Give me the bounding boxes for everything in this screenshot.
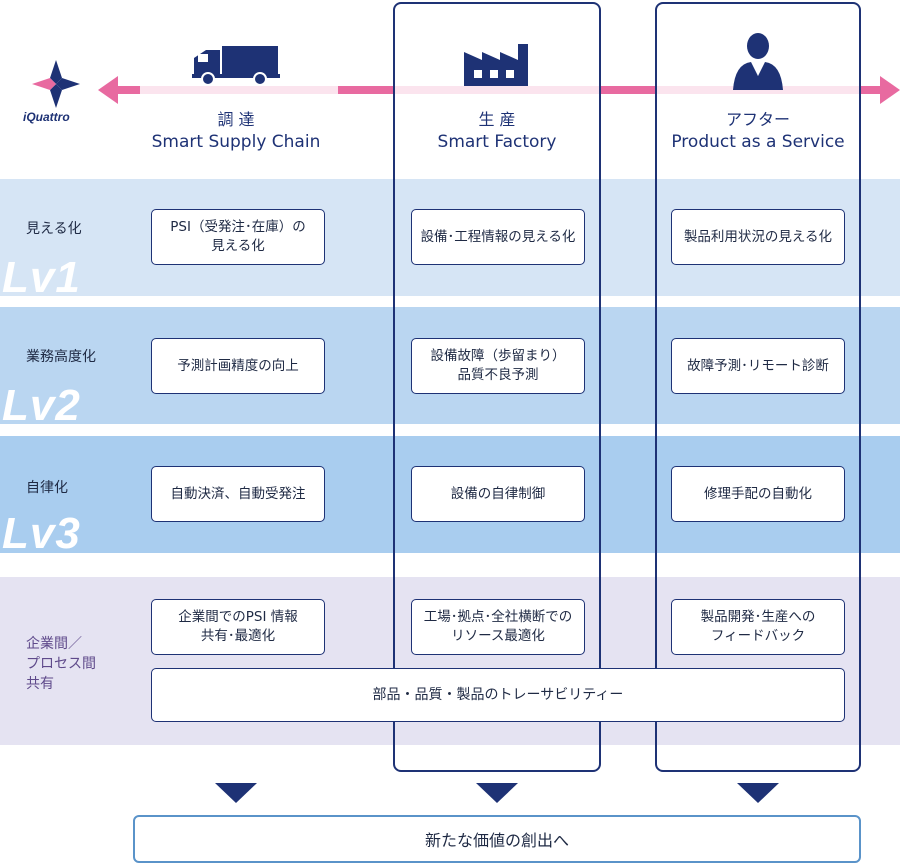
level-label-1: 見える化 <box>26 221 82 237</box>
traceability-box: 部品・品質・製品のトレーサビリティー <box>151 668 845 722</box>
cell-lv3-production: 設備の自律制御 <box>411 466 585 522</box>
cell-lv2-after: 故障予測･リモート診断 <box>671 338 845 394</box>
column-subtitle: Product as a Service <box>671 132 845 152</box>
down-arrow-icon <box>476 783 518 803</box>
column-subtitle: Smart Supply Chain <box>151 132 321 152</box>
column-heading-after: アフター Product as a Service <box>648 109 868 153</box>
truck-icon <box>192 44 280 90</box>
result-box: 新たな価値の創出へ <box>133 815 861 863</box>
column-subtitle: Smart Factory <box>437 132 557 152</box>
arrow-segment <box>118 86 140 94</box>
cell-lv3-after: 修理手配の自動化 <box>671 466 845 522</box>
cell-lv3-procurement: 自動決済、自動受発注 <box>151 466 325 522</box>
cell-lv1-after: 製品利用状況の見える化 <box>671 209 845 265</box>
level-mark-1: Lv1 <box>2 253 81 302</box>
level-mark-2: Lv2 <box>2 381 81 430</box>
level-label-4: 企業間／ プロセス間 共有 <box>26 636 96 692</box>
cell-lv2-procurement: 予測計画精度の向上 <box>151 338 325 394</box>
arrow-segment <box>601 86 655 94</box>
cell-share-after: 製品開発･生産への フィードバック <box>671 599 845 655</box>
factory-icon <box>462 42 532 90</box>
column-heading-production: 生 産 Smart Factory <box>387 109 607 153</box>
value-chain-arrow-track <box>118 86 880 94</box>
column-title: 調 達 <box>217 110 255 129</box>
down-arrow-icon <box>215 783 257 803</box>
level-label-3: 自律化 <box>26 480 68 496</box>
arrow-segment <box>338 86 394 94</box>
cell-share-production: 工場･拠点･全社横断での リソース最適化 <box>411 599 585 655</box>
column-frame-after <box>655 2 861 772</box>
level-mark-3: Lv3 <box>2 509 81 558</box>
arrow-segment <box>861 86 881 94</box>
logo-icon <box>30 58 82 114</box>
arrow-right-icon <box>880 76 900 104</box>
column-title: 生 産 <box>478 110 516 129</box>
column-frame-production <box>393 2 601 772</box>
level-label-2: 業務高度化 <box>26 349 96 365</box>
cell-lv1-production: 設備･工程情報の見える化 <box>411 209 585 265</box>
cell-share-procurement: 企業間でのPSI 情報 共有･最適化 <box>151 599 325 655</box>
cell-lv1-procurement: PSI（受発注･在庫）の 見える化 <box>151 209 325 265</box>
cell-lv2-production: 設備故障（歩留まり） 品質不良予測 <box>411 338 585 394</box>
down-arrow-icon <box>737 783 779 803</box>
column-heading-procurement: 調 達 Smart Supply Chain <box>126 109 346 153</box>
arrow-left-icon <box>98 76 118 104</box>
logo-text: iQuattro <box>23 110 70 124</box>
column-title: アフター <box>725 110 790 129</box>
person-icon <box>731 32 785 94</box>
